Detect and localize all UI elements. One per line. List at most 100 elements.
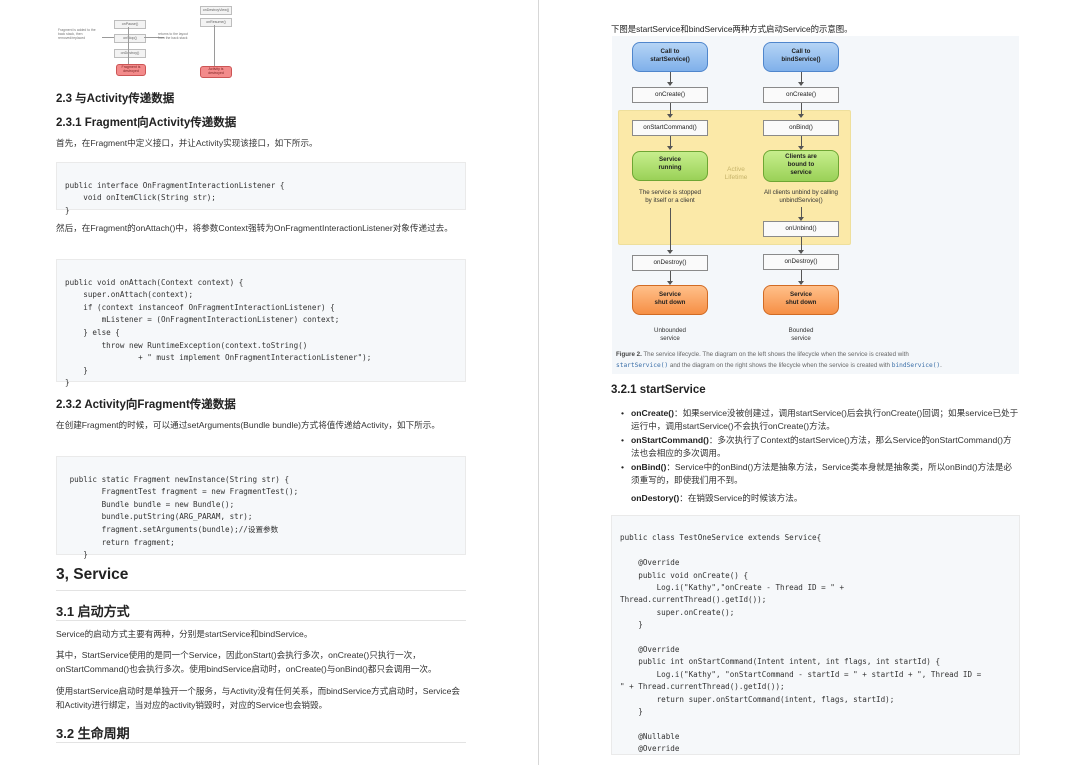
code-line: FragmentTest fragment = new FragmentTest…	[65, 487, 299, 497]
onstartcommand-node: onStartCommand()	[632, 120, 708, 136]
code-line: } else {	[65, 327, 120, 337]
code-line: }	[65, 378, 70, 388]
mini-destroyed-node: Activity is destroyed	[200, 66, 232, 78]
method-list: onCreate()：如果service没被创建过，调用startService…	[617, 407, 1019, 487]
paragraph: 然后，在Fragment的onAttach()中，将参数Context强转为On…	[56, 223, 453, 233]
code-line: @Nullable	[620, 731, 680, 741]
section-heading: 3.2 生命周期	[56, 726, 130, 741]
ondestroy-right: onDestroy()	[763, 254, 839, 270]
diagram-intro: 下图是startService和bindService两种方式启动Service…	[611, 24, 853, 34]
figure-caption: Figure 2. The service lifecycle. The dia…	[616, 350, 1016, 371]
mini-box: onPause()	[114, 20, 146, 29]
code-line: public void onCreate() {	[620, 570, 749, 580]
code-line: " + Thread.currentThread().getId());	[620, 682, 785, 692]
mini-line	[144, 37, 164, 38]
code-line: return fragment;	[65, 537, 175, 547]
mini-line	[128, 27, 129, 64]
code-line: if (context instanceof OnFragmentInterac…	[65, 302, 335, 312]
mini-note: returns to the layout from the back stac…	[158, 32, 188, 40]
ondestory-line: onDestory()：在销毁Service的时候该方法。	[631, 492, 1021, 506]
code-line: }	[65, 365, 88, 375]
code-line: public void onAttach(Context context) {	[65, 277, 244, 287]
code-block: public void onAttach(Context context) { …	[56, 259, 466, 387]
mini-line	[102, 37, 114, 38]
code-line: super.onAttach(context);	[65, 290, 194, 300]
code-line: }	[65, 205, 70, 215]
unbounded-label: Unbounded service	[654, 327, 686, 342]
section-heading: 2.3.2 Activity向Fragment传递数据	[56, 399, 236, 411]
code-line: + " must implement OnFragmentInteraction…	[65, 353, 372, 363]
paragraph: 首先，在Fragment中定义接口，并让Activity实现该接口，如下所示。	[56, 138, 318, 148]
code-line: public interface OnFragmentInteractionLi…	[65, 180, 285, 190]
call-startservice-node: Call to startService()	[632, 42, 708, 72]
fragment-lifecycle-diagram-fragment: onPause() onResume() onStop() onDestroy(…	[58, 6, 258, 80]
arrow	[798, 72, 804, 86]
code-line: throw new RuntimeException(context.toStr…	[65, 340, 308, 350]
caption-figure-label: Figure 2.	[616, 351, 642, 358]
method-desc: ：如果service没被创建过，调用startService()后会执行onCr…	[631, 408, 1019, 432]
paragraph: 在创建Fragment的时候，可以通过setArguments(Bundle b…	[56, 420, 440, 430]
left-page: onPause() onResume() onStop() onDestroy(…	[0, 0, 539, 765]
arrow	[667, 208, 673, 254]
method-term: onDestory()	[631, 493, 680, 503]
code-line: Bundle bundle = new Bundle();	[65, 499, 235, 509]
caption-text: The service lifecycle. The diagram on th…	[641, 351, 909, 358]
code-line: bundle.putString(ARG_PARAM, str);	[65, 512, 253, 522]
mini-box: onStop()	[114, 34, 146, 43]
mini-destroyed-node: Fragment is destroyed	[116, 64, 146, 76]
code-line: }	[620, 707, 643, 717]
arrow	[798, 270, 804, 285]
chapter-heading: 3, Service	[56, 566, 129, 583]
code-line: void onItemClick(String str);	[65, 193, 216, 203]
arrow	[798, 136, 804, 150]
method-term: onBind()	[631, 461, 667, 472]
section-heading: 2.3 与Activity传递数据	[56, 93, 175, 105]
oncreate-right: onCreate()	[763, 87, 839, 103]
code-line: super.onCreate();	[620, 607, 735, 617]
unbind-note: All clients unbind by calling unbindServ…	[764, 189, 838, 204]
arrow	[798, 103, 804, 118]
mini-note: Fragment is added to the back stack, the…	[58, 28, 96, 40]
code-block: public class TestOneService extends Serv…	[611, 515, 1020, 755]
service-shutdown-right: Service shut down	[763, 285, 839, 315]
method-term: onStartCommand()	[631, 434, 709, 445]
list-item: onCreate()：如果service没被创建过，调用startService…	[617, 407, 1019, 434]
mini-box: onDestroyView()	[200, 6, 232, 15]
call-bindservice-node: Call to bindService()	[763, 42, 839, 72]
code-line: Log.i("Kathy", "onStartCommand - startId…	[620, 669, 982, 679]
code-line: @Override	[620, 744, 680, 754]
stopped-note: The service is stopped by itself or a cl…	[639, 189, 701, 204]
arrow	[798, 207, 804, 221]
clients-bound-node: Clients are bound to service	[763, 150, 839, 182]
paragraph: 使用startService启动时是单独开一个服务，与Activity没有任何关…	[56, 686, 460, 710]
paragraph: Service的启动方式主要有两种，分别是startService和bindSe…	[56, 629, 313, 639]
mini-box: onResume()	[200, 18, 232, 27]
list-item: onBind()：Service中的onBind()方法是抽象方法，Servic…	[617, 461, 1019, 488]
divider	[56, 590, 466, 591]
arrow	[667, 103, 673, 118]
section-heading: 2.3.1 Fragment向Activity传递数据	[56, 117, 237, 129]
oncreate-left: onCreate()	[632, 87, 708, 103]
mini-line	[214, 25, 215, 66]
caption-text: and the diagram on the right shows the l…	[668, 361, 892, 369]
list-item: onStartCommand()：多次执行了Context的startServi…	[617, 434, 1019, 461]
code-line: @Override	[620, 558, 680, 568]
code-line: public int onStartCommand(Intent intent,…	[620, 657, 941, 667]
arrow	[667, 271, 673, 285]
method-desc: ：在销毁Service的时候该方法。	[679, 493, 803, 503]
method-desc: ：多次执行了Context的startService()方法，那么Service…	[631, 434, 1012, 459]
code-line: }	[620, 620, 643, 630]
code-line: mListener = (OnFragmentInteractionListen…	[65, 315, 340, 325]
service-running-node: Service running	[632, 151, 708, 181]
mini-box: onDestroy()	[114, 49, 146, 58]
code-line: Thread.currentThread().getId());	[620, 595, 767, 605]
page-divider	[538, 0, 539, 765]
section-heading: 3.1 启动方式	[56, 604, 130, 619]
ondestroy-left: onDestroy()	[632, 255, 708, 271]
code-block: public static Fragment newInstance(Strin…	[56, 456, 466, 559]
code-line: public static Fragment newInstance(Strin…	[65, 474, 290, 484]
divider	[56, 742, 466, 743]
onunbind-node: onUnbind()	[763, 221, 839, 237]
code-line: }	[65, 550, 88, 560]
arrow	[667, 72, 673, 86]
